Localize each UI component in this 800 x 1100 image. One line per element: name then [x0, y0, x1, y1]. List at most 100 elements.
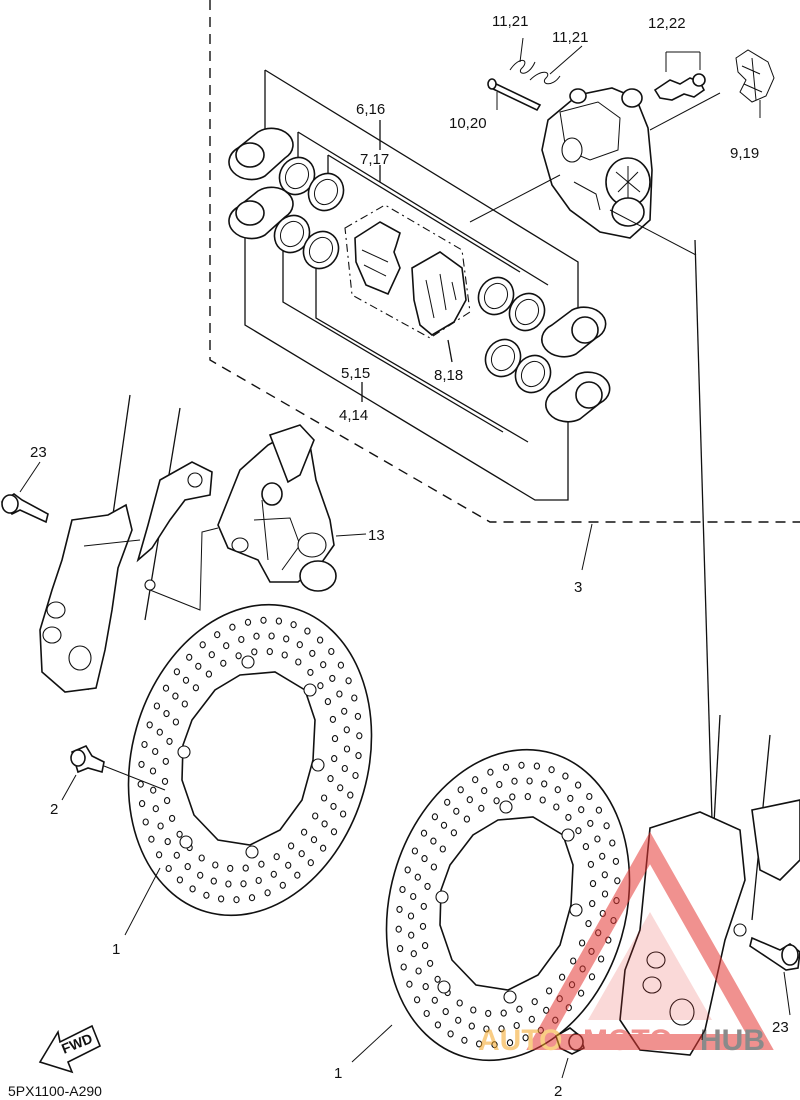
disc-drill-hole [588, 973, 596, 981]
disc-drill-hole [189, 885, 196, 893]
disc-drill-hole [603, 822, 610, 830]
disc-drill-hole [182, 676, 190, 684]
disc-drill-hole [285, 861, 292, 869]
watermark-triangle-icon [526, 831, 774, 1050]
disc-drill-hole [327, 775, 334, 783]
callout-5-15: 5,15 [341, 365, 370, 382]
disc-drill-hole [424, 882, 431, 890]
disc-drill-hole [307, 668, 314, 676]
disc-drill-hole [434, 975, 441, 983]
disc-drill-hole [225, 880, 232, 888]
disc-drill-hole [212, 861, 219, 869]
disc-drill-hole [283, 635, 290, 643]
disc-drill-hole [198, 854, 205, 862]
disc-drill-hole [578, 939, 586, 947]
disc-drill-hole [138, 800, 146, 808]
disc-drill-hole [589, 880, 597, 888]
disc-drill-hole [570, 957, 577, 965]
disc-drill-hole [341, 707, 348, 715]
disc-drill-hole [316, 636, 324, 644]
disc-drill-hole [330, 802, 337, 810]
disc-drill-hole [317, 682, 324, 690]
disc-drill-hole [279, 881, 286, 889]
disc-drill-hole [430, 863, 438, 871]
callout-6-16: 6,16 [356, 101, 385, 118]
callout-12-22: 12,22 [648, 15, 686, 32]
disc-drill-hole [404, 866, 411, 874]
disc-drill-hole [352, 771, 359, 780]
disc-drill-hole [395, 925, 402, 933]
disc-drill-hole [329, 715, 337, 723]
disc-drill-hole [447, 1030, 454, 1038]
disc-drill-hole [407, 912, 415, 920]
disc-drill-hole [585, 920, 592, 928]
disc-drill-hole [533, 762, 541, 770]
callout-11-21-a: 11,21 [492, 13, 528, 30]
disc-drill-hole [233, 896, 240, 904]
disc-drill-hole [210, 877, 217, 885]
disc-drill-hole [575, 827, 582, 835]
caliper-assembly [217, 424, 367, 592]
disc-drill-hole [406, 980, 413, 988]
brake-pad-rear [411, 251, 467, 336]
disc-drill-hole [421, 942, 429, 950]
mounting-bolt-left [0, 461, 49, 524]
disc-drill-hole [553, 803, 560, 811]
callout-4-14: 4,14 [339, 407, 368, 424]
disc-drill-hole [312, 812, 319, 820]
disc-drill-hole [343, 726, 350, 734]
disc-drill-hole [251, 648, 258, 656]
disc-drill-hole [208, 651, 215, 659]
disc-drill-hole [413, 996, 421, 1004]
disc-drill-hole [396, 905, 403, 913]
disc-drill-hole [554, 786, 561, 794]
disc-drill-hole [176, 876, 184, 884]
disc-drill-hole [321, 820, 328, 828]
disc-drill-hole [281, 651, 288, 659]
disc-drill-hole [195, 662, 202, 670]
disc-drill-hole [496, 780, 503, 789]
callout-9-19: 9,19 [730, 145, 759, 162]
diagram-code: 5PX1100-A290 [8, 1083, 102, 1099]
disc-drill-hole [336, 690, 343, 698]
disc-drill-hole [268, 632, 275, 640]
disc-drill-hole [242, 864, 249, 872]
disc-drill-hole [528, 1015, 535, 1023]
disc-drill-hole [475, 1040, 483, 1048]
disc-drill-hole [244, 618, 252, 626]
disc-drill-hole [444, 798, 451, 806]
disc-drill-hole [470, 1006, 477, 1014]
disc-drill-hole [172, 718, 180, 726]
disc-drill-hole [400, 963, 407, 971]
disc-drill-hole [609, 839, 616, 847]
disc-drill-hole [578, 806, 585, 814]
disc-drill-hole [421, 855, 428, 863]
disc-drill-hole [273, 853, 280, 861]
disc-drill-hole [414, 873, 421, 881]
disc-drill-hole [330, 828, 338, 836]
disc-drill-hole [439, 845, 446, 853]
disc-drill-hole [430, 837, 437, 845]
disc-drill-hole [431, 813, 439, 821]
disc-drill-hole [356, 732, 363, 740]
disc-drill-hole [442, 1008, 449, 1016]
piston-upper-right [541, 306, 607, 358]
pad-spring [735, 49, 775, 118]
disc-drill-hole [298, 850, 305, 858]
disc-drill-hole [197, 871, 204, 879]
disc-drill-hole [176, 830, 183, 838]
disc-drill-hole [420, 829, 428, 837]
disc-drill-hole [270, 870, 277, 878]
disc-drill-hole [491, 1041, 498, 1049]
disc-drill-hole [300, 828, 308, 836]
disc-drill-hole [411, 847, 419, 855]
disc-drill-hole [162, 757, 169, 765]
disc-drill-hole [410, 892, 417, 901]
disc-drill-hole [456, 999, 463, 1007]
disc-drill-hole [522, 1034, 529, 1042]
disc-drill-hole [481, 787, 488, 795]
disc-drill-hole [165, 864, 172, 873]
disc-drill-hole [162, 684, 170, 692]
disc-drill-hole [498, 1025, 505, 1033]
